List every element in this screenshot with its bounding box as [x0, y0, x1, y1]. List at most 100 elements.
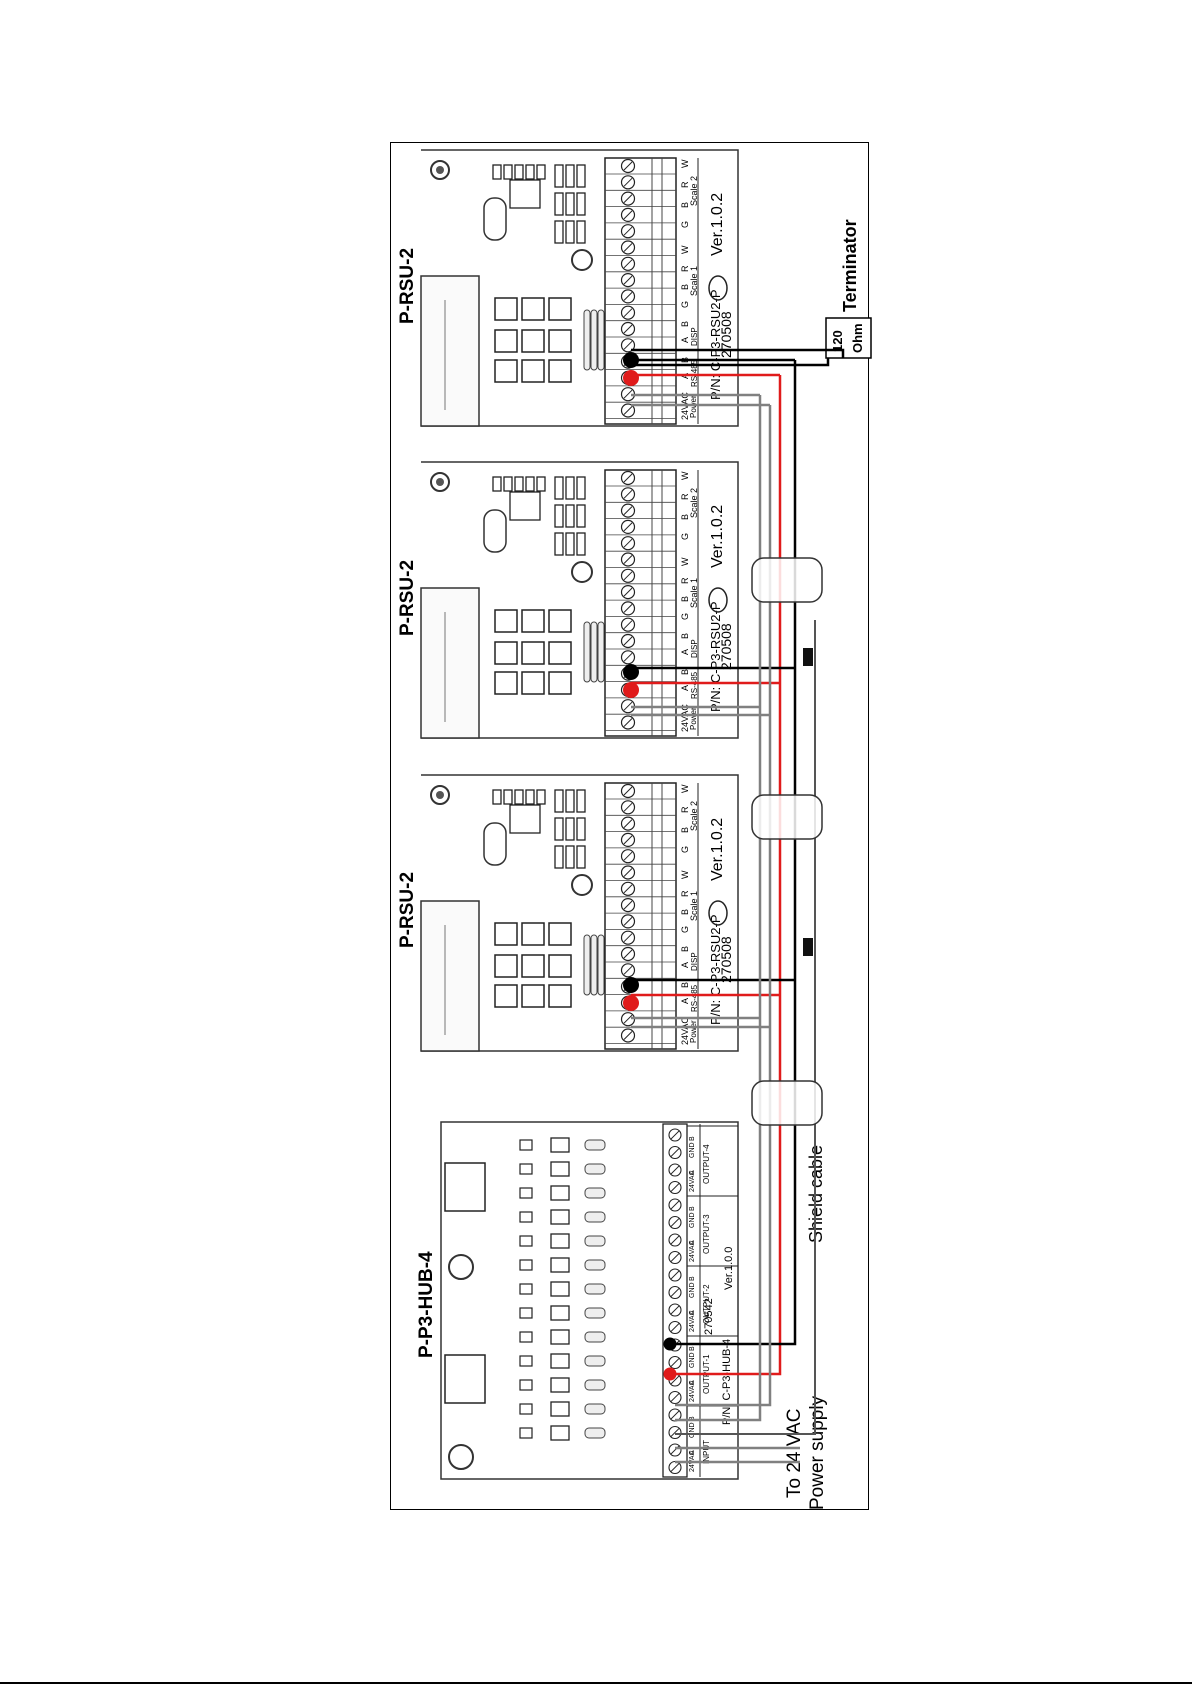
screw-slot: [623, 868, 633, 877]
resistor-array: [565, 789, 575, 813]
resistor-array: [576, 845, 586, 869]
hub-screw-slot: [670, 1358, 680, 1367]
mounting-hole: [430, 160, 450, 180]
ferrite-core: [751, 794, 823, 840]
screw-slot: [623, 835, 633, 845]
screw-slot: [623, 324, 633, 334]
ferrite-core: [751, 1080, 823, 1126]
resistor-array: [576, 192, 586, 216]
hub-smd: [519, 1307, 533, 1319]
disp-b-label: B: [680, 321, 690, 327]
capacitor: [494, 922, 518, 946]
capacitor: [548, 922, 572, 946]
resistor-array: [576, 817, 586, 841]
screw-slot: [623, 489, 633, 499]
screw-slot: [623, 604, 633, 613]
resistor-array: [554, 845, 564, 869]
hub-smd: [519, 1283, 533, 1295]
scale2-terminal-label: G: [680, 533, 690, 540]
hub-terminal-label: B: [689, 1206, 696, 1211]
scale2-terminal-label: R: [680, 806, 690, 813]
capacitor: [521, 641, 545, 665]
wiring: [631, 348, 845, 1464]
disp-b-label: B: [680, 946, 690, 952]
shield-connector: [803, 648, 813, 666]
hub-screw-slot: [670, 1375, 680, 1385]
screw-slot: [623, 786, 633, 796]
rs485-b-wire: [631, 358, 797, 1346]
power-group-label: Power: [689, 707, 698, 730]
chip: [525, 164, 535, 180]
disp-group-label: DISP: [690, 639, 699, 658]
resistor-array: [576, 789, 586, 813]
hub-screw-slot: [670, 1200, 680, 1210]
rs485-b-dot: [623, 664, 639, 680]
shield-cable-line: [675, 620, 816, 1435]
serial-label: 270508: [718, 623, 734, 670]
page-bottom-rule: [0, 1682, 1192, 1684]
hub-terminal-label: A: [689, 1450, 696, 1455]
rs485-a-dot: [623, 682, 639, 698]
chip: [503, 789, 513, 805]
hub-diode: [584, 1403, 606, 1415]
hub-label: P-P3-HUB-4: [416, 1251, 437, 1358]
scale2-group-label: Scale 2: [689, 176, 699, 206]
scale1-terminal-label: R: [680, 265, 690, 272]
hub-terminal-label: GND: [689, 1352, 696, 1368]
ic-chip: [509, 179, 541, 209]
buzzer: [571, 249, 593, 271]
scale1-terminal-label: G: [680, 926, 690, 933]
part-number-label: P/N: C-P3-RSU2-P: [708, 289, 723, 400]
capacitor: [494, 329, 518, 353]
screw-slot: [623, 292, 633, 301]
chip: [536, 164, 546, 180]
hub-capacitor: [550, 1281, 570, 1297]
hub-screw-slot: [670, 1253, 680, 1262]
hub-capacitor: [550, 1137, 570, 1153]
scale2-group-label: Scale 2: [689, 488, 699, 518]
hub-smd: [519, 1139, 533, 1151]
crystal: [483, 197, 507, 241]
scale2-terminal-label: R: [680, 493, 690, 500]
mounting-hole-center: [436, 791, 444, 799]
hub-screw-slot: [670, 1323, 680, 1332]
hub-diode: [584, 1163, 606, 1175]
capacitor: [548, 641, 572, 665]
capacitor: [494, 984, 518, 1008]
terminal-block: [604, 782, 677, 1050]
board-label-middle: P-RSU-2: [397, 560, 418, 636]
screw-slot: [623, 275, 633, 285]
chip: [503, 476, 513, 492]
rj45-jack: [444, 1162, 486, 1212]
rs485-a-label: A: [680, 998, 690, 1004]
hub-group-label: OUTPUT-3: [702, 1214, 711, 1254]
chip: [492, 476, 502, 492]
scale2-terminal-label: W: [680, 159, 690, 168]
capacitor: [494, 954, 518, 978]
hub-terminal-label: B: [689, 1276, 696, 1281]
capacitor: [548, 329, 572, 353]
screw-slot: [623, 884, 633, 894]
terminal-block: [604, 469, 677, 737]
screw-slot: [623, 917, 633, 926]
hub-capacitor: [550, 1185, 570, 1201]
scale1-terminal-label: W: [680, 557, 690, 566]
hub-diode: [584, 1379, 606, 1391]
screw-slot: [623, 802, 633, 812]
hub-diode: [584, 1187, 606, 1199]
mounting-hole-center: [436, 166, 444, 174]
rs485-a-dot: [623, 370, 639, 386]
screw-slot: [623, 161, 633, 171]
resistor-array: [576, 164, 586, 188]
buzzer: [571, 874, 593, 896]
board-label-top: P-RSU-2: [397, 248, 418, 324]
capacitor: [494, 641, 518, 665]
rj45-jack: [444, 1354, 486, 1404]
hub-terminal-label: 24VAC: [689, 1240, 696, 1262]
terminator-resistor: 120 Ohm: [825, 317, 872, 359]
screw-slot: [623, 652, 633, 662]
mounting-hole-center: [436, 478, 444, 486]
chip: [536, 789, 546, 805]
